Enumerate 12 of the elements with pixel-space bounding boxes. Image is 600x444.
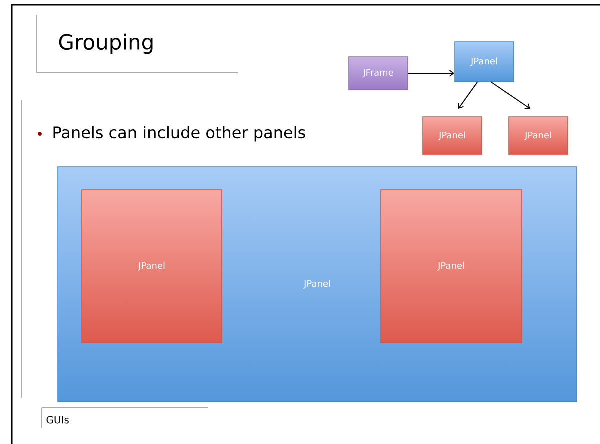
arrow [458,82,478,109]
panel-box: JPanel [422,116,482,156]
panel-box: JPanel [454,42,514,82]
panel-box: JPanel [508,116,568,156]
arrow [408,70,455,77]
footer-text: GUIs [46,416,69,424]
frame-box: JFrame [348,56,408,90]
bullet-text: Panels can include other panels [54,126,306,142]
panel-box: JPanel [82,190,222,344]
panel-box: JPanel [380,190,522,344]
slide-title: Grouping [59,34,153,54]
arrow [491,82,530,110]
